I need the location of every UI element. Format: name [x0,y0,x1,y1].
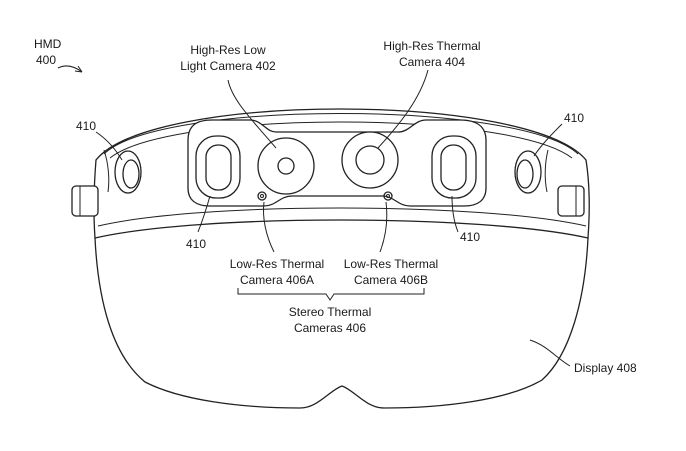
leader-406b [379,201,388,253]
leader-410-topleft [95,131,123,161]
lowres-thermal-camera-a [257,191,267,201]
leader-410-botleft [197,195,211,233]
ref-410-bottomleft: 410 [186,237,207,251]
headband-lower-edge [94,219,589,239]
leader-hmd [57,65,83,73]
lowres-a-label-line2: Camera 406A [239,273,315,287]
hmd-ref-label: 400 [36,53,57,67]
hires-thermal-camera-outer [341,131,399,189]
right-connector [557,185,585,217]
stereo-label-line1: Stereo Thermal [288,305,372,319]
hires-lowlight-camera-outer [257,137,315,195]
tracking-camera-left-inner [122,159,140,189]
lowres-b-label-line1: Low-Res Thermal [343,257,439,271]
hires-thermal-label-line2: Camera 404 [398,55,466,69]
hires-thermal-label-line1: High-Res Thermal [383,39,481,53]
hires-thermal-camera-lens [355,145,385,175]
ref-410-topleft: 410 [76,119,97,133]
band-lower-line [97,207,587,227]
headband-top-rim-inner [103,113,579,155]
stereo-label-line2: Cameras 406 [293,321,367,335]
lowres-b-label-line2: Camera 406B [353,273,429,287]
panel-camera-right-inner [440,144,467,191]
hires-lowlight-camera-lens [277,157,295,175]
panel-camera-left-inner [205,144,232,191]
leader-402 [227,79,277,149]
stereo-bracket [237,288,425,301]
band-right-side [585,159,590,239]
left-connector [71,185,99,217]
hmd-name-label: HMD [34,37,62,51]
camera-panel [187,119,487,207]
leader-406a [263,201,275,253]
headband-top-rim [95,108,587,161]
ref-410-topright: 410 [564,111,585,125]
headband-top-rim-inner-2 [109,121,573,159]
lowres-thermal-camera-b [383,191,393,201]
leader-410-botright [451,195,459,233]
lowres-a-label-line1: Low-Res Thermal [229,257,325,271]
leader-404 [377,69,429,149]
display-label: Display 408 [574,361,637,375]
hires-lowlight-label-line2: Light Camera 402 [180,59,276,73]
ref-410-bottomright: 410 [460,230,481,244]
leader-410-topright [533,123,563,157]
display-visor [94,237,589,409]
tracking-camera-right-inner [516,159,534,189]
hires-lowlight-label-line1: High-Res Low [190,43,266,57]
leader-display [529,339,571,367]
